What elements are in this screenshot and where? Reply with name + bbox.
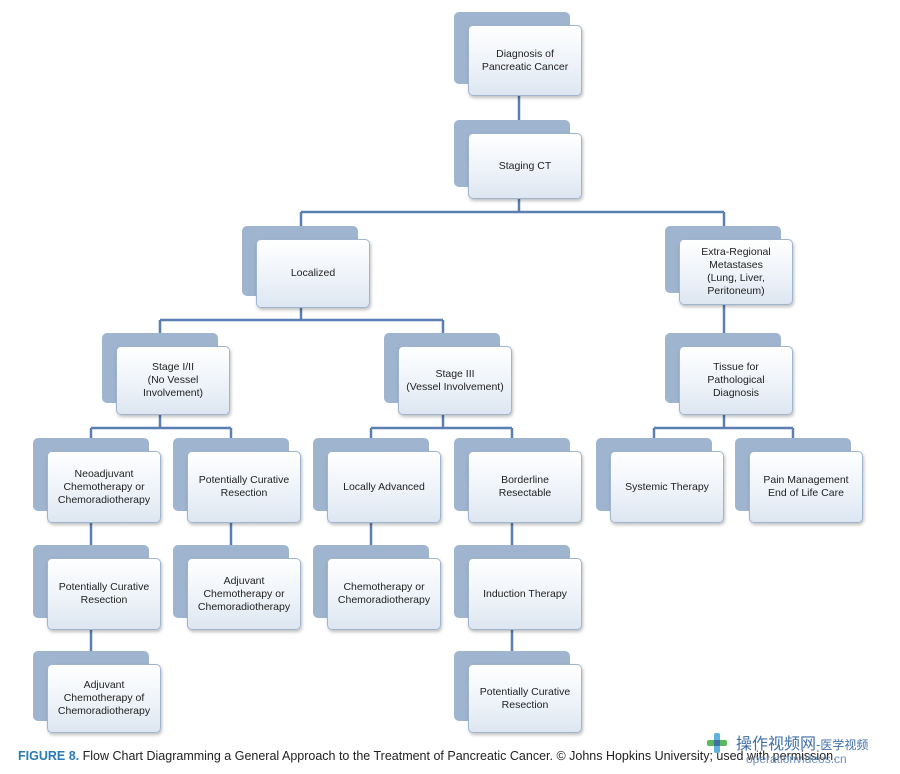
node-adjuvant-2-label: Adjuvant Chemotherapy of Chemoradiothera… [47, 664, 161, 733]
node-locally-advanced: Locally Advanced [313, 438, 441, 523]
node-curative-3: Potentially Curative Resection [454, 651, 582, 733]
node-tissue: Tissue for Pathological Diagnosis [665, 333, 793, 415]
node-chemo: Chemotherapy or Chemoradiotherapy [313, 545, 441, 630]
node-chemo-label: Chemotherapy or Chemoradiotherapy [327, 558, 441, 630]
node-neoadjuvant-label: Neoadjuvant Chemotherapy or Chemoradioth… [47, 451, 161, 523]
node-induction: Induction Therapy [454, 545, 582, 630]
watermark-sub: -医学视频 [816, 738, 869, 752]
node-borderline-label: Borderline Resectable [468, 451, 582, 523]
node-stage-3-label: Stage III (Vessel Involvement) [398, 346, 512, 415]
node-locally-advanced-label: Locally Advanced [327, 451, 441, 523]
node-localized-label: Localized [256, 239, 370, 308]
figure-caption: FIGURE 8. Flow Chart Diagramming a Gener… [18, 749, 837, 763]
node-borderline: Borderline Resectable [454, 438, 582, 523]
node-stage-3: Stage III (Vessel Involvement) [384, 333, 512, 415]
node-adjuvant-2: Adjuvant Chemotherapy of Chemoradiothera… [33, 651, 161, 733]
node-metastases: Extra-Regional Metastases (Lung, Liver, … [665, 226, 793, 305]
cross-logo-icon [707, 733, 727, 753]
node-curative-3-label: Potentially Curative Resection [468, 664, 582, 733]
node-tissue-label: Tissue for Pathological Diagnosis [679, 346, 793, 415]
node-pain: Pain Management End of Life Care [735, 438, 863, 523]
figure-label: FIGURE 8. [18, 749, 80, 763]
node-curative-1: Potentially Curative Resection [173, 438, 301, 523]
watermark-main: 操作视频网 [736, 734, 817, 753]
node-diagnosis: Diagnosis of Pancreatic Cancer [454, 12, 582, 96]
watermark: 操作视频网-医学视频 operationvideos.cn [706, 728, 896, 774]
watermark-url: operationvideos.cn [746, 752, 847, 766]
node-systemic-label: Systemic Therapy [610, 451, 724, 523]
node-staging: Staging CT [454, 120, 582, 199]
node-stage-1-2-label: Stage I/II (No Vessel Involvement) [116, 346, 230, 415]
node-metastases-label: Extra-Regional Metastases (Lung, Liver, … [679, 239, 793, 305]
watermark-title: 操作视频网-医学视频 [736, 730, 868, 754]
node-induction-label: Induction Therapy [468, 558, 582, 630]
node-localized: Localized [242, 226, 370, 308]
node-adjuvant-1-label: Adjuvant Chemotherapy or Chemoradiothera… [187, 558, 301, 630]
node-curative-2-label: Potentially Curative Resection [47, 558, 161, 630]
node-systemic: Systemic Therapy [596, 438, 724, 523]
node-pain-label: Pain Management End of Life Care [749, 451, 863, 523]
node-curative-2: Potentially Curative Resection [33, 545, 161, 630]
node-curative-1-label: Potentially Curative Resection [187, 451, 301, 523]
node-staging-label: Staging CT [468, 133, 582, 199]
node-neoadjuvant: Neoadjuvant Chemotherapy or Chemoradioth… [33, 438, 161, 523]
node-diagnosis-label: Diagnosis of Pancreatic Cancer [468, 25, 582, 96]
node-stage-1-2: Stage I/II (No Vessel Involvement) [102, 333, 230, 415]
figure-caption-text: Flow Chart Diagramming a General Approac… [79, 749, 837, 763]
node-adjuvant-1: Adjuvant Chemotherapy or Chemoradiothera… [173, 545, 301, 630]
